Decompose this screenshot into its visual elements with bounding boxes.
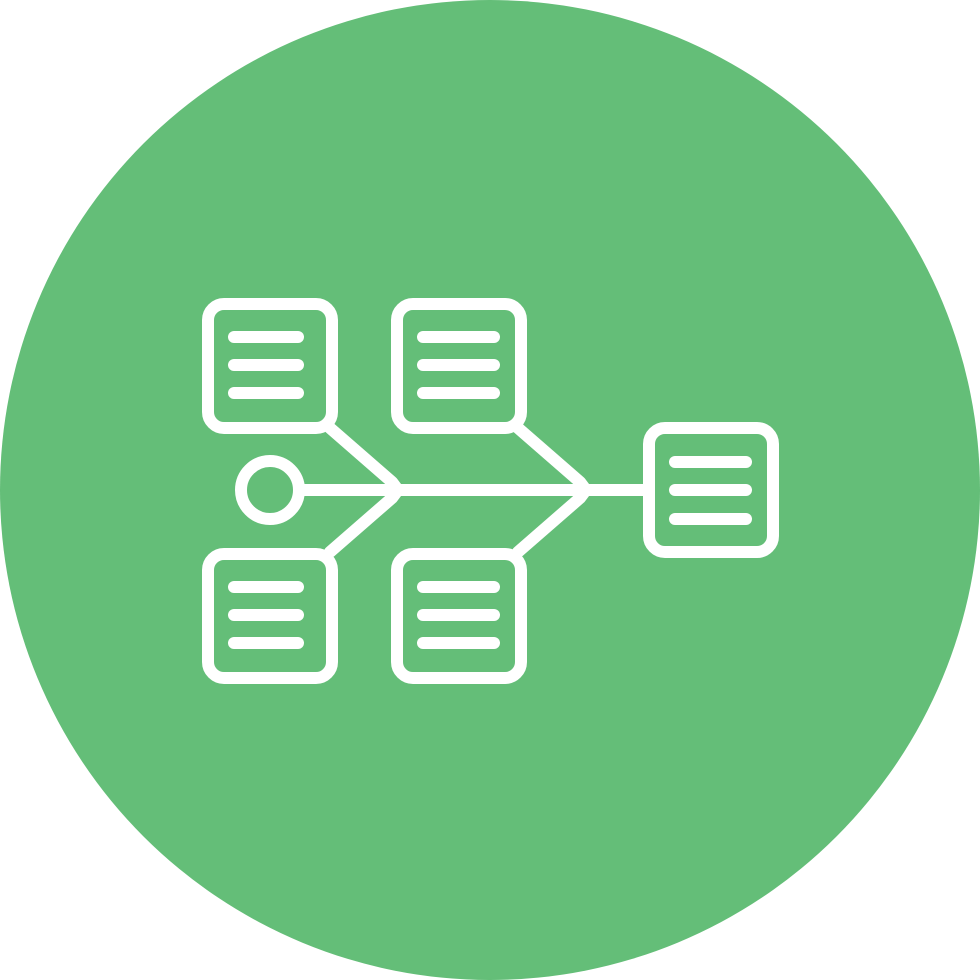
bone-right bbox=[512, 422, 592, 558]
tail-circle bbox=[235, 455, 305, 525]
cause-box-bottom-right bbox=[391, 548, 527, 684]
cause-box-top-left bbox=[202, 298, 338, 434]
bone-left bbox=[324, 422, 404, 558]
cause-box-top-right bbox=[391, 298, 527, 434]
cause-box-bottom-left bbox=[202, 548, 338, 684]
effect-box bbox=[643, 422, 779, 558]
